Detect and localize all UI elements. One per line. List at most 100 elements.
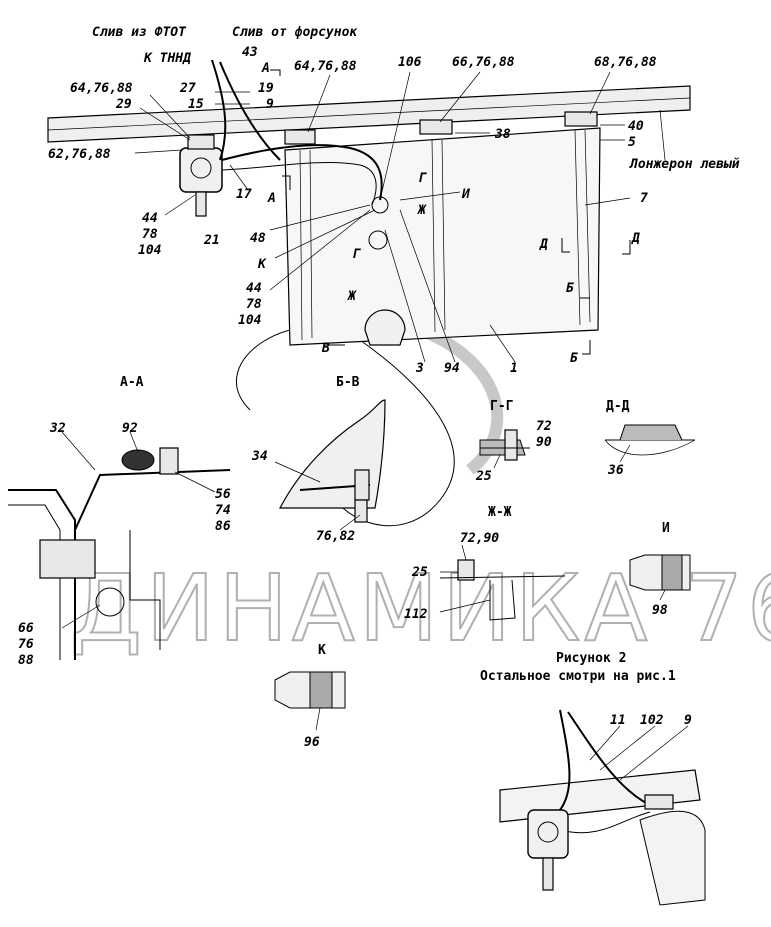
bv-bolt-tail <box>354 499 368 523</box>
dd-pad <box>619 424 683 441</box>
leader-44b <box>269 209 371 291</box>
k-nut <box>309 671 333 709</box>
line-drain-ftot <box>211 59 227 161</box>
callout-I: И <box>461 187 470 202</box>
callout-9: 9 <box>266 97 274 112</box>
filter-cap <box>190 157 212 179</box>
callout-66: 66,76,88 <box>452 55 515 70</box>
callout-43: 43 <box>242 45 258 60</box>
callout-48: 48 <box>250 231 266 246</box>
leader-11 <box>589 725 621 761</box>
bracket-right <box>564 111 598 127</box>
section-zhzh: Ж-Ж 72,90 25 112 <box>404 505 566 622</box>
tank-strap-mid-b <box>441 139 446 331</box>
aa-frame-inner <box>8 504 61 660</box>
main-labels: Слив из ФТОТ Слив от форсунок 43 К ТННД … <box>48 25 740 376</box>
callout-40: 40 <box>628 119 644 134</box>
detail-filter-cap <box>537 821 559 843</box>
callout-A-low: А <box>267 191 276 206</box>
tank-fitting <box>371 196 389 214</box>
leader-96 <box>315 707 321 731</box>
callout-38: 38 <box>494 127 511 142</box>
detail-beam <box>499 769 701 823</box>
detail-filter <box>527 809 569 859</box>
leader-48 <box>269 204 371 231</box>
section-bv: Б-В 34 76,82 <box>251 375 386 544</box>
bv-bolt <box>354 469 370 501</box>
callout-78a: 78 <box>142 227 158 242</box>
section-dd-title: Д-Д <box>606 399 630 414</box>
section-dd: Д-Д 36 <box>604 399 696 478</box>
callout-92: 92 <box>122 421 138 436</box>
section-aa: А-А 32 92 56 74 86 66 76 88 <box>8 375 231 668</box>
fuel-filter-assembly <box>179 134 223 217</box>
view-i-title: И <box>662 521 670 536</box>
leader-1 <box>489 324 516 363</box>
callout-G2: Г <box>352 247 361 262</box>
section-gg-title: Г-Г <box>490 399 514 414</box>
callout-98: 98 <box>652 603 668 618</box>
detail-filter-drain <box>542 857 554 891</box>
leader-side-member <box>659 109 666 161</box>
aa-plate <box>129 530 161 650</box>
callout-94: 94 <box>444 361 460 376</box>
section-mark-B2 <box>582 340 591 355</box>
leader-56 <box>174 471 216 493</box>
callout-106: 106 <box>398 55 422 70</box>
callout-86: 86 <box>215 519 231 534</box>
tank-strap-right-a <box>574 129 581 326</box>
leader-68 <box>589 71 611 115</box>
callout-21: 21 <box>203 233 220 248</box>
callout-34: 34 <box>251 449 268 464</box>
callout-1: 1 <box>510 361 518 376</box>
callout-72: 72 <box>536 419 552 434</box>
callout-G1: Г <box>418 171 427 186</box>
side-member-beam <box>47 85 691 143</box>
note-to-tnnd: К ТННД <box>143 51 191 66</box>
view-k-title: К <box>318 643 326 658</box>
section-bv-title: Б-В <box>336 375 360 390</box>
line-to-tank <box>221 144 383 201</box>
callout-D1: Д <box>539 237 548 252</box>
leader-I <box>399 191 461 201</box>
callout-78b: 78 <box>246 297 262 312</box>
caption-line1: Рисунок 2 <box>556 651 626 666</box>
leader-7 <box>584 197 631 206</box>
callout-7290: 72,90 <box>460 531 499 546</box>
detail-bracket <box>644 794 674 810</box>
line-return <box>221 162 377 206</box>
tank-strap-left-a <box>299 149 303 341</box>
line-drain-injectors <box>219 61 281 161</box>
leader-64-mid <box>307 74 331 133</box>
section-mark-D2 <box>622 240 631 255</box>
tank-strap-mid-a <box>431 139 436 333</box>
leader-92 <box>129 431 139 453</box>
leader-94 <box>399 209 456 363</box>
filter-mount <box>187 134 215 150</box>
leader-9b <box>619 725 689 781</box>
section-mark-A-low <box>282 175 291 190</box>
leaders <box>134 69 666 363</box>
fuel-tank <box>284 111 601 346</box>
tank-strap-left-b <box>309 149 313 339</box>
callout-29: 29 <box>115 97 132 112</box>
callout-96: 96 <box>304 735 320 750</box>
filter-drain <box>195 191 207 217</box>
callout-7682: 76,82 <box>316 529 355 544</box>
filter-housing <box>179 147 223 193</box>
callout-102: 102 <box>640 713 664 728</box>
callout-B1: Б <box>566 281 574 296</box>
section-gg: Г-Г 72 90 25 <box>475 399 552 484</box>
leader-98 <box>659 589 666 601</box>
leader-7290 <box>461 544 467 561</box>
callout-44a: 44 <box>142 211 158 226</box>
fuel-lines <box>211 59 406 346</box>
detail-view: 11 102 9 <box>499 709 706 906</box>
note-side-member: Лонжерон левый <box>629 157 740 172</box>
aa-hole <box>95 587 125 617</box>
callout-68: 68,76,88 <box>594 55 657 70</box>
callout-11: 11 <box>610 713 626 728</box>
callout-32: 32 <box>49 421 66 436</box>
note-drain-injectors: Слив от форсунок <box>232 25 358 40</box>
